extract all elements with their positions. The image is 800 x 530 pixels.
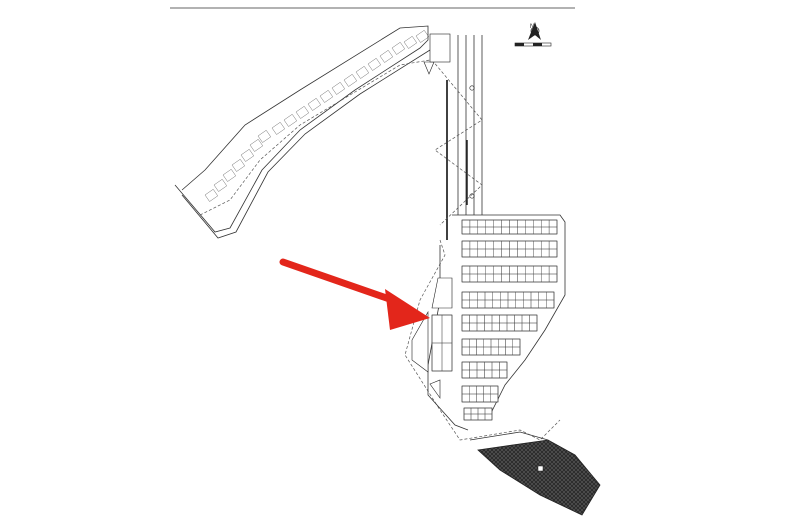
lot — [222, 169, 237, 182]
lot — [403, 36, 418, 49]
lot — [367, 58, 382, 71]
lot — [529, 322, 538, 332]
lot — [512, 346, 521, 356]
lot — [391, 42, 406, 55]
diagonal-road-strip — [174, 25, 431, 239]
svg-text:N: N — [530, 24, 534, 30]
lot — [548, 226, 558, 235]
lot — [283, 114, 298, 127]
lot — [343, 74, 358, 87]
lot — [548, 248, 558, 258]
lot — [240, 149, 255, 162]
lot — [319, 90, 334, 103]
lot — [249, 139, 264, 152]
lot — [231, 159, 246, 172]
lot — [499, 369, 508, 379]
lot — [490, 393, 499, 403]
lot — [213, 179, 228, 192]
scale-bar-icon — [514, 42, 552, 47]
lot — [546, 299, 555, 309]
lot — [271, 122, 286, 135]
lot — [441, 342, 453, 372]
lot — [331, 82, 346, 95]
lot — [204, 189, 219, 202]
residential-blocks — [404, 214, 566, 441]
lot — [295, 106, 310, 119]
lot — [415, 30, 430, 43]
lot — [257, 130, 272, 143]
central-road — [423, 33, 483, 240]
lot — [379, 50, 394, 63]
hatched-parcel — [469, 431, 601, 516]
lot — [355, 66, 370, 79]
lot — [548, 273, 558, 283]
lot — [307, 98, 322, 111]
red-arrow-icon — [279, 258, 430, 330]
north-arrow-icon: N — [528, 22, 541, 40]
lot — [484, 413, 493, 421]
